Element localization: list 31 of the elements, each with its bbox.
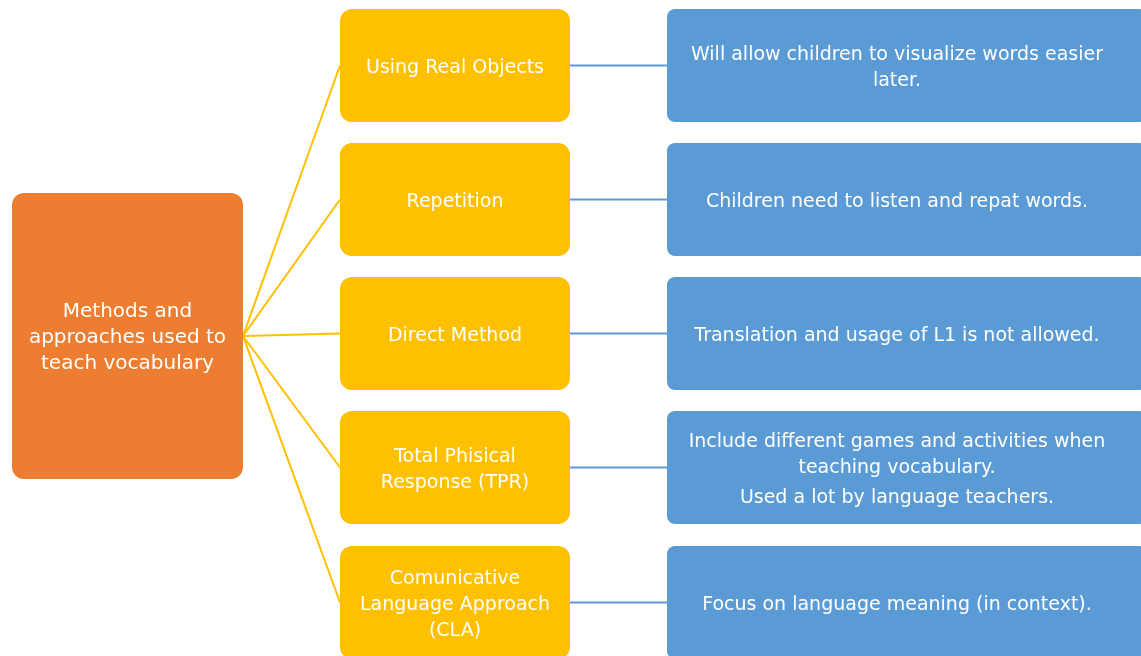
node-text: Children need to listen and repat words. [705,187,1089,213]
connector-line [569,64,668,67]
connector-line [569,332,668,335]
description-box [667,277,1141,390]
method-box [340,411,570,524]
method-box [340,546,570,656]
node-text: Used a lot by language teachers. [739,483,1055,509]
node-text: Methods and approaches used to teach vocabulary [27,297,228,375]
node-text: Include different games and activities when teaching vocabulary. [687,427,1107,479]
connector-line [242,335,341,469]
node-text: Using Real Objects [366,53,544,79]
description-box [667,411,1141,524]
node-text: Repetition [406,187,504,213]
description-box [667,9,1141,122]
connector-line [242,198,341,337]
root-topic-box [12,193,243,479]
connector-line [569,601,668,604]
node-text: Total Phisical Response (TPR) [379,442,531,494]
description-box [667,546,1141,656]
node-text: Direct Method [387,321,523,347]
connector-line [242,332,341,337]
node-text: Comunicative Language Approach (CLA) [358,564,552,642]
connector-line [569,198,668,201]
node-text: Translation and usage of L1 is not allowed. [694,321,1100,347]
node-text: Will allow children to visualize words easier later. [689,40,1105,92]
description-box [667,143,1141,256]
method-box [340,9,570,122]
node-text: Focus on language meaning (in context). [702,590,1092,616]
method-box [340,143,570,256]
connector-line [569,466,668,469]
method-box [340,277,570,390]
